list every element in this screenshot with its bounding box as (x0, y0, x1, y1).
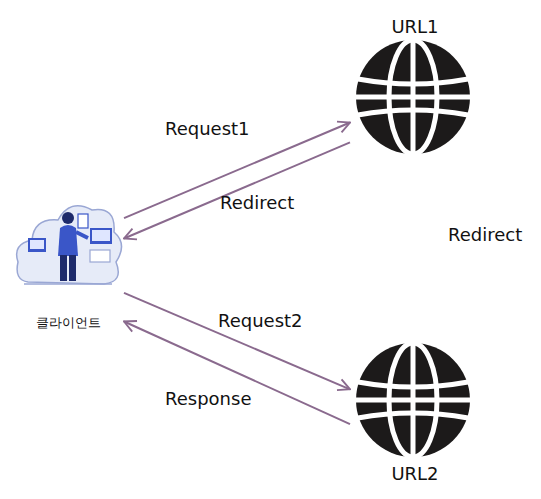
edge-label: Redirect (220, 192, 294, 214)
client-illustration (17, 206, 122, 284)
edge-label: Request1 (165, 118, 250, 140)
client-node: 클라이언트 (12, 195, 124, 331)
arrow-connector (124, 321, 350, 424)
server-node: URL1 (350, 16, 480, 158)
edge-label: Response (165, 388, 251, 410)
arrow-connector (124, 293, 350, 389)
node-label: URL2 (391, 463, 438, 485)
node-label: URL1 (391, 16, 438, 38)
globe-icon (356, 343, 470, 457)
node-label: 클라이언트 (36, 315, 101, 331)
globe-icon (356, 40, 470, 154)
note-label: Redirect (448, 224, 522, 246)
server-node: URL2 (350, 340, 480, 485)
edge-label: Request2 (218, 310, 303, 332)
arrow-connector (124, 142, 350, 238)
